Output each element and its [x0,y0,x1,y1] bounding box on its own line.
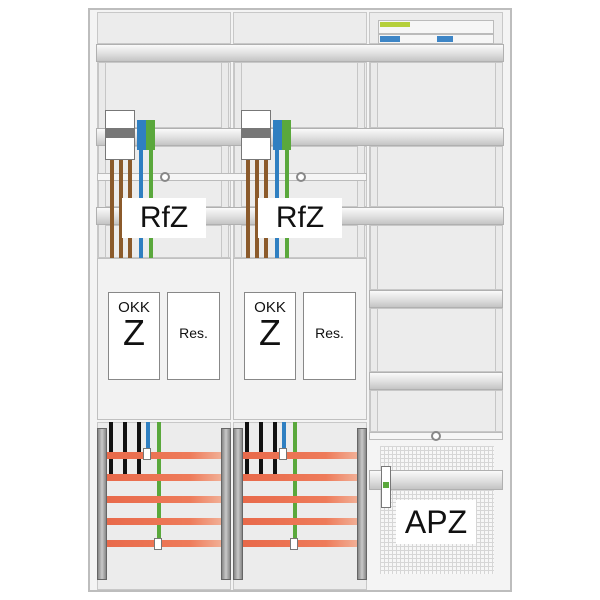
mounting-strip [221,62,229,258]
din-rail [96,128,504,146]
earth-clamp [290,538,298,550]
apz-label: APZ [396,500,476,544]
earth-terminal [282,120,291,150]
phase-wire [245,422,249,474]
phase-wire [273,422,277,474]
busbar [103,518,227,525]
cover-panel [369,308,503,372]
cover-panel [369,225,503,290]
busbar [103,496,227,503]
neutral-clamp [143,448,151,460]
busbar-holder [233,428,243,580]
z-label: Z [123,312,145,353]
breaker-lever [105,128,135,138]
meter-okk-left: OKK Z [108,292,160,380]
cable-support-bar [97,173,367,181]
mounting-strip [495,308,503,372]
ring-icon [160,172,170,182]
din-rail [96,44,504,62]
reserve-right: Res. [303,292,356,380]
ring-icon [296,172,306,182]
cover-panel [369,146,503,207]
mounting-strip [234,62,242,258]
phase-wire [255,160,259,258]
phase-wire [259,422,263,474]
neutral-clamp [279,448,287,460]
cover-panel [369,62,503,128]
mounting-strip [370,390,378,432]
busbar-holder [97,428,107,580]
neutral-terminal [273,120,282,150]
neutral-terminals [437,36,453,42]
rfz-label-right: RfZ [258,198,342,238]
busbar-field [233,422,367,590]
earth-wire [157,422,161,544]
meter-okk-right: OKK Z [244,292,296,380]
phase-wire [109,422,113,474]
mounting-strip [370,146,378,207]
breaker-lever [241,128,271,138]
din-rail [369,470,503,490]
busbar [103,452,227,459]
z-label: Z [259,312,281,353]
mounting-strip [495,390,503,432]
apz-device [381,466,391,508]
din-rail [369,290,503,308]
din-rail [369,372,503,390]
phase-wire [119,160,123,258]
reserve-left: Res. [167,292,220,380]
cover-panel [369,390,503,432]
neutral-terminal [137,120,146,150]
earth-clamp [154,538,162,550]
phase-wire [137,422,141,474]
mounting-strip [495,62,503,128]
okk-label: OKK [118,299,150,316]
busbar-holder [221,428,231,580]
mounting-strip [98,62,106,258]
earth-wire [293,422,297,544]
cover-panel [97,12,231,44]
mounting-strip [357,62,365,258]
busbar [239,518,363,525]
busbar [239,496,363,503]
phase-wire [123,422,127,474]
phase-wire [110,160,114,258]
cover-panel [233,12,367,44]
busbar [239,474,363,481]
okk-label: OKK [254,299,286,316]
neutral-terminals [380,36,400,42]
mounting-strip [370,308,378,372]
terminal-block [378,34,494,44]
phase-wire [246,160,250,258]
mounting-strip [370,225,378,290]
busbar-field [97,422,231,590]
earth-terminals [380,22,410,27]
busbar-holder [357,428,367,580]
mounting-strip [495,146,503,207]
mounting-strip [370,62,378,128]
rfz-label-left: RfZ [122,198,206,238]
busbar [103,474,227,481]
busbar [239,540,363,547]
busbar [103,540,227,547]
neutral-wire [146,422,150,454]
busbar [239,452,363,459]
ring-icon [431,431,441,441]
earth-terminal [146,120,155,150]
mounting-strip [495,225,503,290]
neutral-wire [282,422,286,454]
